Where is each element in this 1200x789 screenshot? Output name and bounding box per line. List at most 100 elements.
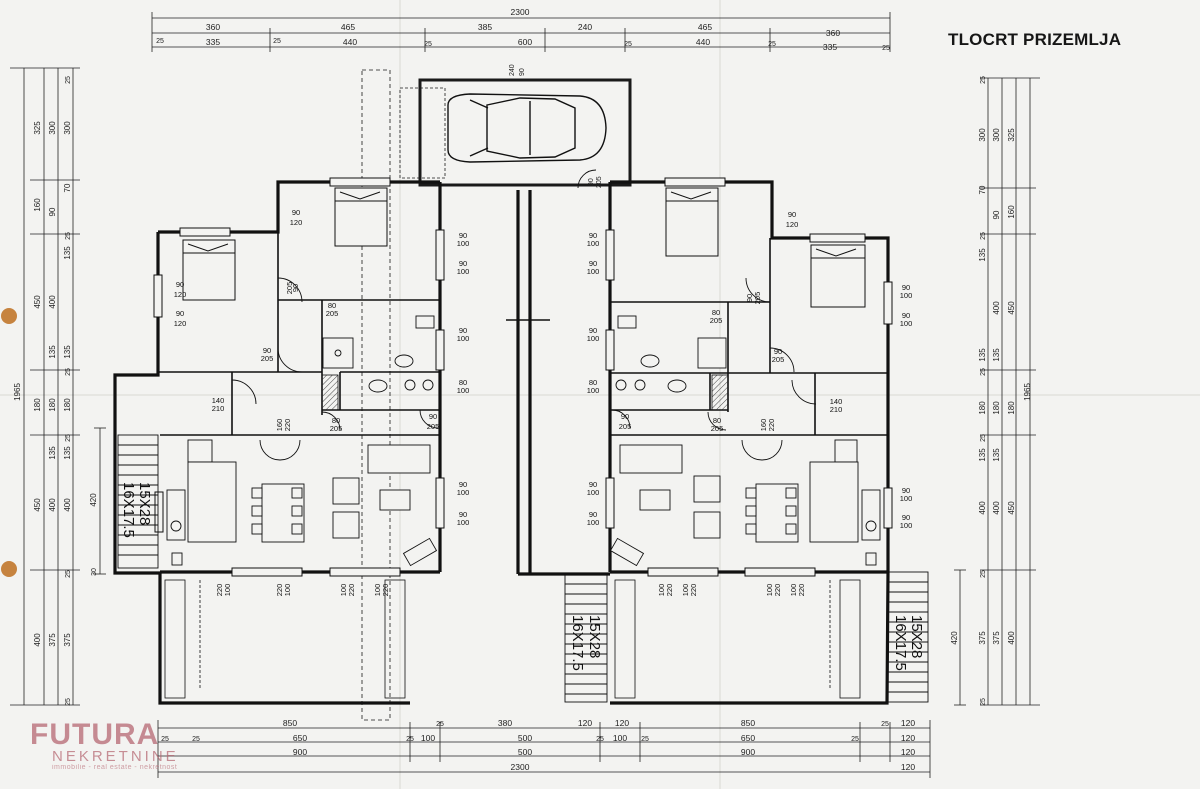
carport-dim-2: 90 bbox=[519, 68, 526, 76]
right-living-furniture bbox=[609, 439, 881, 567]
bottom-r3-3: 900 bbox=[741, 747, 755, 757]
lbl-ro1: 160 bbox=[759, 419, 768, 432]
lbl-s2: 220 bbox=[347, 584, 356, 597]
lbl-f2: 100 bbox=[457, 334, 470, 343]
lbl-ro2: 220 bbox=[767, 419, 776, 432]
lbl-q2: 220 bbox=[215, 584, 224, 597]
lbl-rr1: 90 bbox=[902, 513, 910, 522]
lbl-m2: 210 bbox=[212, 404, 225, 413]
lbl-d2: 100 bbox=[457, 239, 470, 248]
lbl-rb1: 90 bbox=[589, 259, 597, 268]
left-stair-spec: 15X28 bbox=[136, 482, 153, 525]
lbl-re2: 205 bbox=[619, 422, 632, 431]
left-b-8: 375 bbox=[48, 633, 57, 647]
top-small-4: 25 bbox=[624, 41, 632, 48]
top-dim-r2-2: 440 bbox=[343, 37, 357, 47]
lbl-f1: 90 bbox=[459, 326, 467, 335]
right-total-dim: 1965 bbox=[1023, 383, 1032, 401]
lbl-rh1: 90 bbox=[788, 210, 796, 219]
left-b-6: 400 bbox=[48, 498, 57, 512]
binder-hole-top bbox=[1, 308, 17, 324]
lbl-rh2: 120 bbox=[786, 220, 799, 229]
lbl-d1: 90 bbox=[459, 231, 467, 240]
right-a-4: 180 bbox=[1007, 401, 1016, 415]
left-stair-len: 420 bbox=[89, 493, 98, 507]
lbl-g2: 100 bbox=[457, 386, 470, 395]
left-b-1: 300 bbox=[48, 121, 57, 135]
lbl-rm2: 210 bbox=[830, 405, 843, 414]
logo-tagline: immobilie - real estate - nekretnost bbox=[52, 764, 178, 771]
lbl-rn1: 80 bbox=[713, 416, 721, 425]
right-a-5: 450 bbox=[1007, 501, 1016, 515]
left-a-3: 450 bbox=[33, 295, 42, 309]
right-c-7: 400 bbox=[978, 501, 987, 515]
left-total-dim: 1965 bbox=[13, 383, 22, 401]
lbl-rs2: 220 bbox=[665, 584, 674, 597]
left-b-5: 180 bbox=[48, 398, 57, 412]
center-stair-spec2: 16X17.5 bbox=[569, 615, 586, 671]
left-a-2: 160 bbox=[33, 198, 42, 212]
bottom-r3-2: 500 bbox=[518, 747, 532, 757]
bottom-dim-6: 120 bbox=[901, 718, 915, 728]
left-small-6: 25 bbox=[65, 698, 72, 706]
right-b-4: 135 bbox=[992, 348, 1001, 362]
bottom-small-7: 25 bbox=[851, 736, 859, 743]
lbl-o1: 160 bbox=[275, 419, 284, 432]
lbl-s1: 100 bbox=[339, 584, 348, 597]
lbl-a2: 120 bbox=[290, 218, 303, 227]
lbl-rp1: 90 bbox=[745, 294, 754, 302]
bottom-small-8: 25 bbox=[881, 721, 889, 728]
windows bbox=[153, 177, 893, 577]
lbl-ri1: 90 bbox=[902, 283, 910, 292]
left-c-7: 400 bbox=[63, 498, 72, 512]
bottom-small-4: 25 bbox=[436, 721, 444, 728]
center-stair-spec: 15X28 bbox=[586, 615, 603, 658]
lbl-ra1: 90 bbox=[589, 231, 597, 240]
lbl-rn2: 205 bbox=[711, 424, 724, 433]
logo-name: FUTURA bbox=[30, 718, 160, 751]
bottom-dim-5: 850 bbox=[741, 718, 755, 728]
lbl-rf2: 100 bbox=[587, 488, 600, 497]
top-small-3: 25 bbox=[424, 41, 432, 48]
left-c-2: 70 bbox=[63, 183, 72, 192]
bottom-dim-2: 380 bbox=[498, 718, 512, 728]
right-stair-spec2: 16X17.5 bbox=[892, 615, 909, 671]
lbl-m1: 140 bbox=[212, 396, 225, 405]
lbl-j2: 100 bbox=[457, 518, 470, 527]
lbl-g1: 80 bbox=[459, 378, 467, 387]
top-small-5: 25 bbox=[768, 41, 776, 48]
right-small-4: 25 bbox=[980, 434, 987, 442]
bottom-dim-3: 120 bbox=[578, 718, 592, 728]
terrace-posts bbox=[164, 579, 861, 699]
lbl-h2: 205 bbox=[427, 422, 440, 431]
lbl-rl1: 80 bbox=[712, 308, 720, 317]
lbl-ru2: 220 bbox=[773, 584, 782, 597]
lbl-rt2: 220 bbox=[689, 584, 698, 597]
right-b-8: 375 bbox=[992, 631, 1001, 645]
right-stair-spec: 15X28 bbox=[908, 615, 925, 658]
right-c-2: 70 bbox=[978, 185, 987, 194]
bottom-small-1: 25 bbox=[161, 736, 169, 743]
lbl-t1: 100 bbox=[373, 584, 382, 597]
left-living-furniture bbox=[166, 439, 438, 567]
lbl-k1: 90 bbox=[263, 346, 271, 355]
lbl-j1: 90 bbox=[459, 510, 467, 519]
lbl-rj2: 100 bbox=[900, 319, 913, 328]
top-dim-4: 240 bbox=[578, 22, 592, 32]
logo-sub: NEKRETNINE bbox=[52, 748, 179, 765]
top-dim-2: 465 bbox=[341, 22, 355, 32]
bottom-small-2: 25 bbox=[192, 736, 200, 743]
left-c-3: 135 bbox=[63, 246, 72, 260]
carport-door-dim-2: 205 bbox=[596, 176, 603, 188]
interior-walls bbox=[158, 232, 888, 436]
bottom-dim-1: 850 bbox=[283, 718, 297, 728]
left-a-4: 180 bbox=[33, 398, 42, 412]
left-b-2: 90 bbox=[48, 207, 57, 216]
lbl-rt1: 100 bbox=[681, 584, 690, 597]
hatched-wall-segments bbox=[321, 374, 729, 411]
stairs bbox=[117, 434, 929, 703]
lbl-rc2: 100 bbox=[587, 334, 600, 343]
lbl-b1: 90 bbox=[176, 280, 184, 289]
right-c-8: 375 bbox=[978, 631, 987, 645]
